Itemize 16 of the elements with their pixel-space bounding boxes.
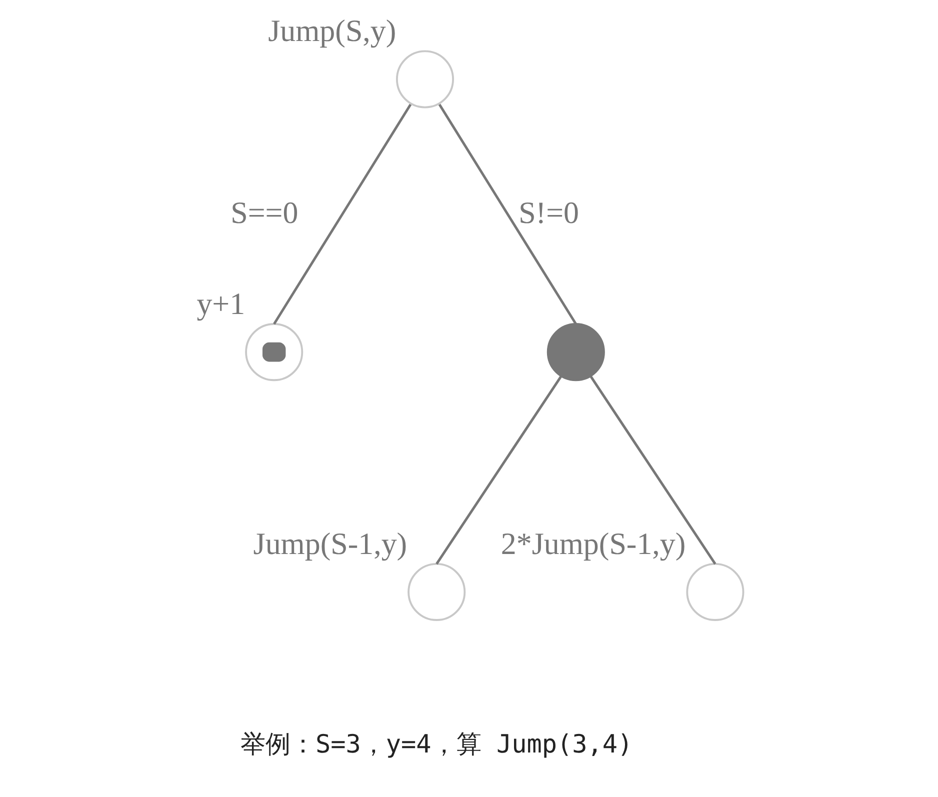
edge-label: S!=0 bbox=[518, 195, 579, 230]
connector bbox=[589, 376, 716, 565]
node-label: Jump(S-1,y) bbox=[252, 526, 407, 561]
node-circle bbox=[395, 50, 454, 108]
node-circle bbox=[407, 562, 466, 621]
connector bbox=[435, 376, 562, 565]
connector bbox=[438, 104, 576, 325]
edge-label: S==0 bbox=[230, 195, 298, 230]
label: 举例：S=3，y=4，算 Jump(3,4) bbox=[240, 729, 632, 758]
node-circle bbox=[244, 323, 303, 382]
node-circle bbox=[546, 323, 604, 382]
connector bbox=[272, 104, 412, 325]
node-circle bbox=[686, 562, 744, 621]
node-label: 2*Jump(S-1,y) bbox=[500, 526, 686, 561]
node-label: y+1 bbox=[196, 286, 245, 321]
node-label: Jump(S,y) bbox=[268, 13, 396, 48]
